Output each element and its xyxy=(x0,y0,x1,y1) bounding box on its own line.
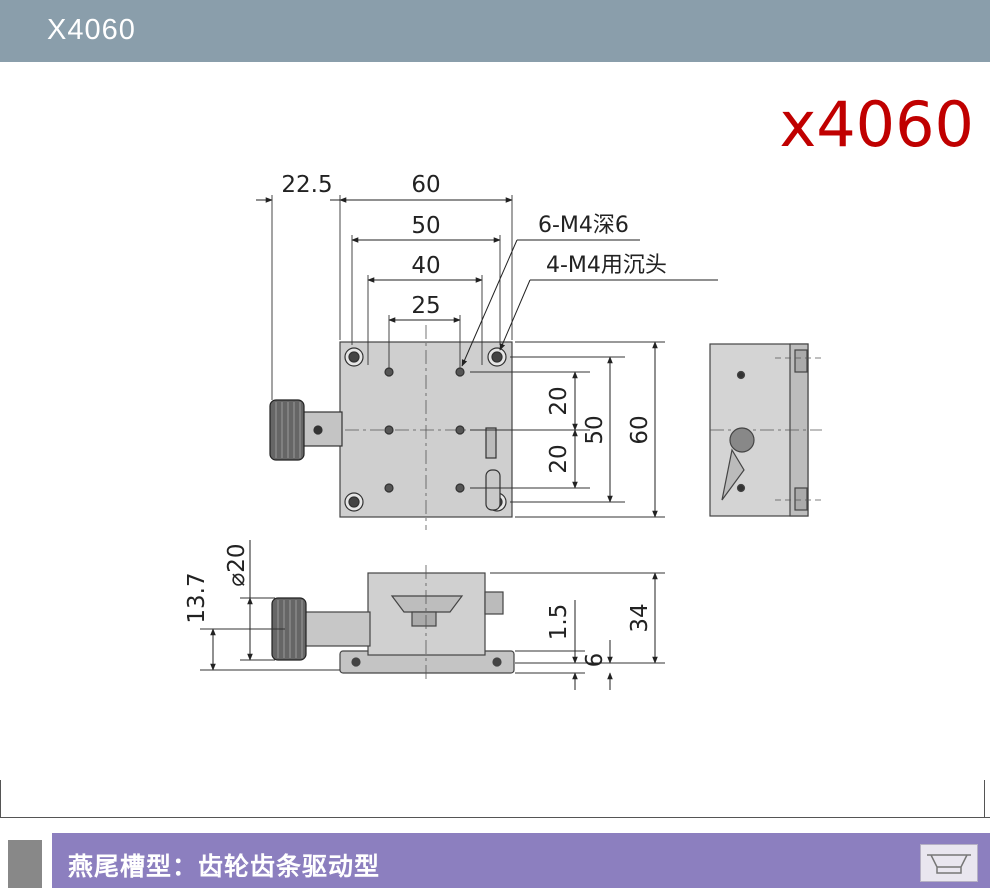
side-view xyxy=(709,343,822,517)
side-dimension-lines xyxy=(572,341,658,518)
product-title: X4060 xyxy=(47,14,136,46)
footer-title: 燕尾槽型：齿轮齿条驱动型 xyxy=(68,852,381,881)
dim-width-60: 60 xyxy=(411,172,440,198)
dim-height-60: 60 xyxy=(627,415,653,444)
dim-height-20a: 20 xyxy=(546,386,572,415)
callout-counterbore-holes: 4-M4用沉头 xyxy=(546,253,667,278)
frame-bottom-line xyxy=(0,817,990,818)
dim-total-height: 34 xyxy=(627,603,653,632)
dim-base-step: 1.5 xyxy=(546,604,572,641)
dim-width-25: 25 xyxy=(411,293,440,319)
dim-offset: 22.5 xyxy=(281,172,332,198)
footer-bar: 燕尾槽型：齿轮齿条驱动型 xyxy=(52,833,990,888)
dim-shaft-height: 13.7 xyxy=(184,572,210,623)
callout-tapped-holes: 6-M4深6 xyxy=(538,213,629,238)
dovetail-icon xyxy=(920,844,978,882)
dim-height-20b: 20 xyxy=(546,444,572,473)
top-view xyxy=(269,325,530,530)
dim-height-50: 50 xyxy=(582,415,608,444)
top-dimension-lines xyxy=(256,197,513,323)
header-bar: X4060 xyxy=(0,0,990,62)
callout-leaders xyxy=(461,239,718,367)
frame-left-line xyxy=(0,780,1,818)
dim-width-40: 40 xyxy=(411,253,440,279)
dim-knob-diameter: ⌀20 xyxy=(224,543,250,586)
frame-right-line xyxy=(984,780,985,818)
section-tab xyxy=(8,840,42,888)
model-label: x4060 xyxy=(779,88,974,161)
dim-base-height: 6 xyxy=(582,653,608,668)
dim-width-50: 50 xyxy=(411,213,440,239)
front-view xyxy=(271,565,515,680)
technical-drawing: 22.5 60 50 40 25 6-M4深6 4-M4用沉头 20 20 50… xyxy=(184,172,822,690)
front-dimension-lines xyxy=(210,540,658,690)
